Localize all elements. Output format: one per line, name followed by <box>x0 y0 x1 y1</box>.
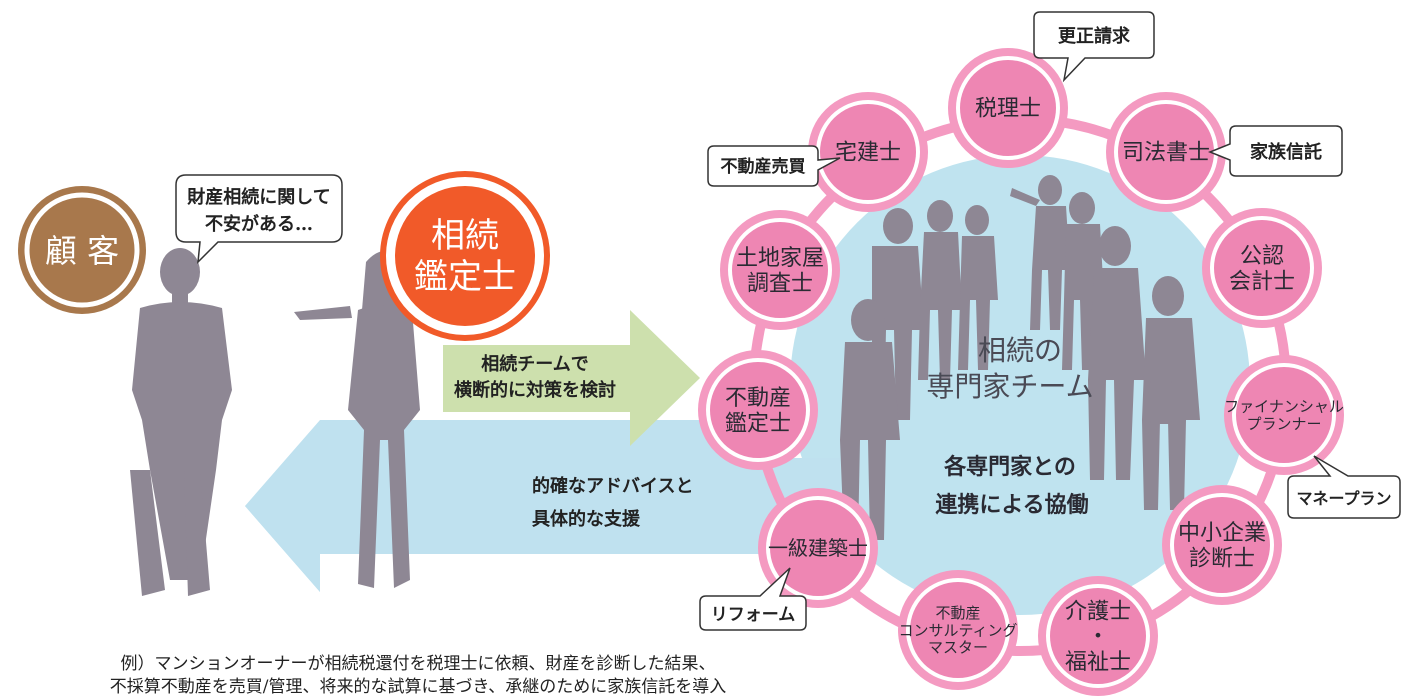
callout-baibai: 不動産売買 <box>707 145 841 187</box>
expert-node-fill <box>1174 497 1270 593</box>
callout-shintaku-text: 家族信託 <box>1250 141 1322 163</box>
footnote-line1: 例）マンションオーナーが相続税還付を税理士に依頼、財産を診断した結果、 <box>121 654 716 674</box>
expert-label-fp-0: ファイナンシャル <box>1224 398 1344 416</box>
expert-node-kenchiku: 一級建築士 <box>758 488 878 608</box>
expert-node-fill <box>1214 220 1310 316</box>
team-title-line2: 専門家チーム <box>926 370 1093 403</box>
expert-nodes: 税理士司法書士公認会計士ファイナンシャルプランナー中小企業診断士介護士・福祉士不… <box>698 48 1344 696</box>
expert-label-kaigo-2: 福祉士 <box>1065 650 1131 675</box>
customer-bubble-line1: 財産相続に関して <box>187 186 330 208</box>
callout-reform-text: リフォーム <box>711 605 796 625</box>
callout-money-text: マネープラン <box>1296 489 1391 508</box>
expert-node-fill <box>732 222 828 318</box>
expert-label-kenchiku-0: 一級建築士 <box>768 536 868 560</box>
expert-label-kanteishi-0: 不動産 <box>725 386 791 411</box>
expert-label-zeirishi-0: 税理士 <box>975 97 1041 122</box>
expert-node-zeirishi: 税理士 <box>948 48 1068 168</box>
expert-node-fill <box>770 500 866 596</box>
expert-label-kaikei-0: 公認 <box>1240 244 1284 269</box>
expert-node-fill <box>1236 367 1332 463</box>
expert-label-fp-1: プランナー <box>1246 415 1321 433</box>
appraiser-line2: 鑑定士 <box>414 257 516 297</box>
callout-reform: リフォーム <box>699 567 807 631</box>
expert-node-fill <box>820 104 916 200</box>
expert-label-consult-1: コンサルティング <box>898 621 1017 639</box>
customer-badge: 顧 客 <box>18 186 146 314</box>
expert-label-kaikei-1: 会計士 <box>1229 269 1295 294</box>
forward-arrow <box>443 310 700 446</box>
customer-label: 顧 客 <box>45 232 119 270</box>
expert-label-chusho-0: 中小企業 <box>1178 521 1266 546</box>
collab-line1: 各専門家との <box>943 454 1076 480</box>
forward-arrow-line2: 横断的に対策を検討 <box>454 379 616 401</box>
expert-label-kaigo-0: 介護士 <box>1065 599 1131 624</box>
appraiser-line1: 相続 <box>431 216 499 256</box>
expert-label-chusho-1: 診断士 <box>1189 546 1255 571</box>
expert-node-shiho: 司法書士 <box>1106 92 1226 212</box>
back-arrow-line2: 具体的な支援 <box>532 508 641 530</box>
expert-label-tochi-0: 土地家屋 <box>736 246 824 271</box>
callout-money: マネープラン <box>1287 455 1401 519</box>
customer-bubble-line2: 不安がある… <box>205 213 313 235</box>
callout-shintaku: 家族信託 <box>1207 125 1343 177</box>
expert-node-fill <box>1118 104 1214 200</box>
customer-silhouette <box>130 248 232 596</box>
expert-label-consult-2: マスター <box>928 639 988 657</box>
customer-speech-bubble: 財産相続に関して 不安がある… <box>175 174 343 265</box>
expert-node-fill <box>710 362 806 458</box>
expert-label-takken-0: 宅建士 <box>835 141 901 166</box>
expert-node-takken: 宅建士 <box>808 92 928 212</box>
callout-kosei-text: 更正請求 <box>1058 25 1131 47</box>
expert-node-fill <box>910 582 1006 678</box>
expert-label-consult-0: 不動産 <box>935 604 980 622</box>
footnote-line2: 不採算不動産を売買/管理、将来的な試算に基づき、承継のために家族信託を導入 <box>110 677 727 696</box>
callout-kosei: 更正請求 <box>1033 11 1155 83</box>
expert-node-fill <box>960 60 1056 156</box>
back-arrow-line1: 的確なアドバイスと <box>532 475 693 497</box>
expert-node-kaigo: 介護士・福祉士 <box>1038 576 1158 696</box>
expert-label-shiho-0: 司法書士 <box>1122 141 1210 166</box>
collab-line2: 連携による協働 <box>935 492 1088 518</box>
appraiser-badge: 相続 鑑定士 <box>380 171 550 341</box>
expert-label-kanteishi-1: 鑑定士 <box>725 411 791 436</box>
team-title-line1: 相続の <box>978 334 1062 367</box>
expert-node-fill <box>1050 588 1146 684</box>
expert-label-kaigo-1: ・ <box>1087 625 1109 650</box>
callout-baibai-text: 不動産売買 <box>721 156 806 177</box>
team-silhouettes <box>840 175 1200 540</box>
expert-label-tochi-1: 調査士 <box>747 271 813 296</box>
forward-arrow-line1: 相続チームで <box>481 353 588 375</box>
